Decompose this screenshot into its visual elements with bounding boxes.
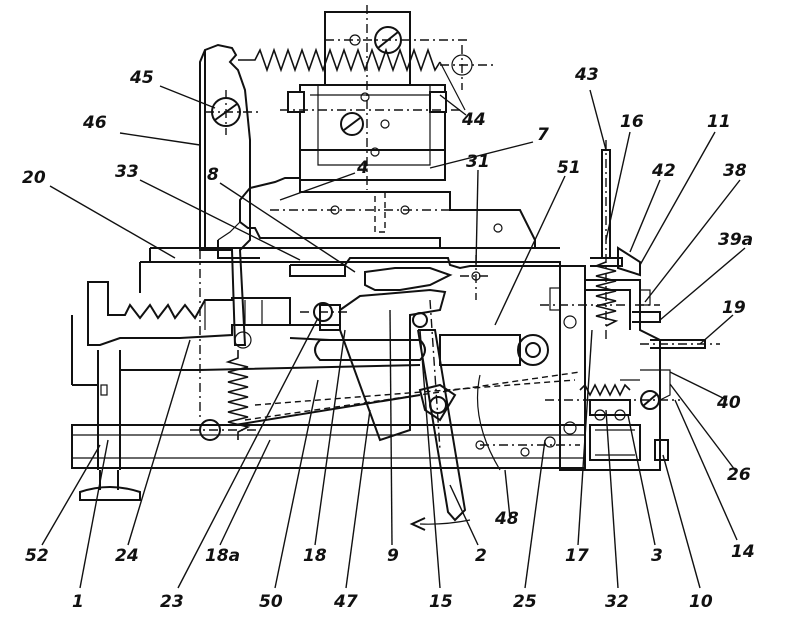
label-2: 2 <box>475 546 487 566</box>
label-3: 3 <box>651 546 663 566</box>
label-10: 10 <box>689 592 713 612</box>
label-24: 24 <box>115 546 139 566</box>
label-4: 4 <box>356 158 369 178</box>
label-18a: 18a <box>205 546 240 566</box>
label-8: 8 <box>207 165 219 185</box>
label-15: 15 <box>429 592 453 612</box>
upper-plate <box>139 247 561 293</box>
slotted-link <box>120 324 581 426</box>
right-housing <box>475 265 680 471</box>
label-17: 17 <box>565 546 589 566</box>
roller <box>439 334 549 471</box>
handle-lever <box>409 299 471 531</box>
label-26: 26 <box>727 465 751 485</box>
label-44: 44 <box>461 110 486 130</box>
label-52: 52 <box>25 546 49 566</box>
label-11: 11 <box>707 112 731 132</box>
label-32: 32 <box>605 592 629 612</box>
label-40: 40 <box>716 393 741 413</box>
label-20: 20 <box>22 168 46 188</box>
label-7: 7 <box>537 125 549 145</box>
label-14: 14 <box>731 542 755 562</box>
rod <box>640 339 720 349</box>
label-47: 47 <box>333 592 358 612</box>
part-labels: 45 46 20 33 8 4 31 7 51 43 16 42 11 38 3… <box>22 65 755 612</box>
label-31: 31 <box>466 152 490 172</box>
label-48: 48 <box>494 509 519 529</box>
label-25: 25 <box>513 592 537 612</box>
label-18: 18 <box>303 546 327 566</box>
label-39a: 39a <box>718 230 753 250</box>
toothed-lever <box>87 281 291 349</box>
label-23: 23 <box>160 592 184 612</box>
label-46: 46 <box>82 113 107 133</box>
right-spring <box>590 140 661 340</box>
label-16: 16 <box>620 112 644 132</box>
label-50: 50 <box>259 592 283 612</box>
long-lever <box>199 43 260 420</box>
top-block <box>217 177 536 259</box>
label-42: 42 <box>651 161 676 181</box>
label-51: 51 <box>557 158 581 178</box>
label-43: 43 <box>574 65 599 85</box>
left-spring <box>190 350 260 441</box>
label-19: 19 <box>722 298 746 318</box>
top-spring <box>238 45 495 111</box>
label-45: 45 <box>129 68 154 88</box>
label-9: 9 <box>387 546 399 566</box>
pawl-lever <box>289 255 560 300</box>
label-33: 33 <box>115 162 139 182</box>
label-1: 1 <box>72 592 84 612</box>
swing-lever <box>300 288 447 442</box>
upper-housing <box>280 5 470 190</box>
label-38: 38 <box>723 161 747 181</box>
leader-lines <box>41 85 746 589</box>
